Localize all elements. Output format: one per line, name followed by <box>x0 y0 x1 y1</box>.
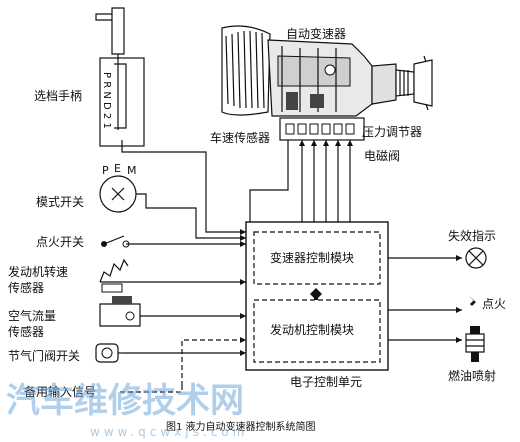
airflow-sensor-illustration <box>99 296 141 327</box>
shifter-label: 选档手柄 <box>34 89 82 103</box>
transmission-label: 自动变速器 <box>286 26 346 41</box>
engine-speed-sensor-illustration <box>99 258 130 293</box>
engine-speed-sensor-label-2: 传感器 <box>8 280 44 295</box>
solenoid-label: 电磁阀 <box>364 148 400 163</box>
fault-indicator-lamp <box>465 247 487 269</box>
mode-switch-illustration: P E M <box>99 162 137 213</box>
airflow-sensor-label-1: 空气流量 <box>8 308 56 323</box>
ignition-spark-icon <box>468 296 478 312</box>
throttle-switch-illustration <box>95 343 124 363</box>
mode-letter-e: E <box>114 162 121 175</box>
fault-indicator-label: 失效指示 <box>448 228 496 243</box>
transmission-illustration <box>221 25 433 141</box>
spare-input-label: 备用输入信号 <box>24 384 96 399</box>
throttle-switch-label: 节气门阀开关 <box>8 348 80 363</box>
shift-lever-illustration: P R N D 2 1 <box>95 7 145 147</box>
fuel-injector-icon <box>465 326 485 362</box>
ecu-label: 电子控制单元 <box>290 375 362 389</box>
injection-label: 燃油喷射 <box>448 368 496 383</box>
ecm-label: 发动机控制模块 <box>270 322 354 337</box>
airflow-sensor-label-2: 传感器 <box>8 324 44 339</box>
engine-speed-sensor-label-1: 发动机转速 <box>8 264 68 279</box>
mode-letter-m: M <box>127 164 137 177</box>
signal-wires <box>120 140 462 393</box>
mode-switch-label: 模式开关 <box>36 195 84 209</box>
ignition-switch-illustration <box>101 235 130 248</box>
watermark-text: 汽车维修技术网 <box>6 381 244 421</box>
ecu-box <box>245 221 389 371</box>
ignition-switch-label: 点火开关 <box>36 235 84 249</box>
vss-label: 车速传感器 <box>210 130 270 145</box>
ignition-output-label: 点火 <box>482 297 506 311</box>
tcm-label: 变速器控制模块 <box>270 250 354 265</box>
figure-caption: 图1 液力自动变速器控制系统简图 <box>166 420 316 433</box>
watermark-url: www.qcwxjs.com <box>90 425 248 439</box>
pressure-regulator-label: 压力调节器 <box>362 125 422 139</box>
mode-letter-p: P <box>102 164 109 177</box>
shift-gate-letters: P R N D 2 1 <box>101 72 112 129</box>
